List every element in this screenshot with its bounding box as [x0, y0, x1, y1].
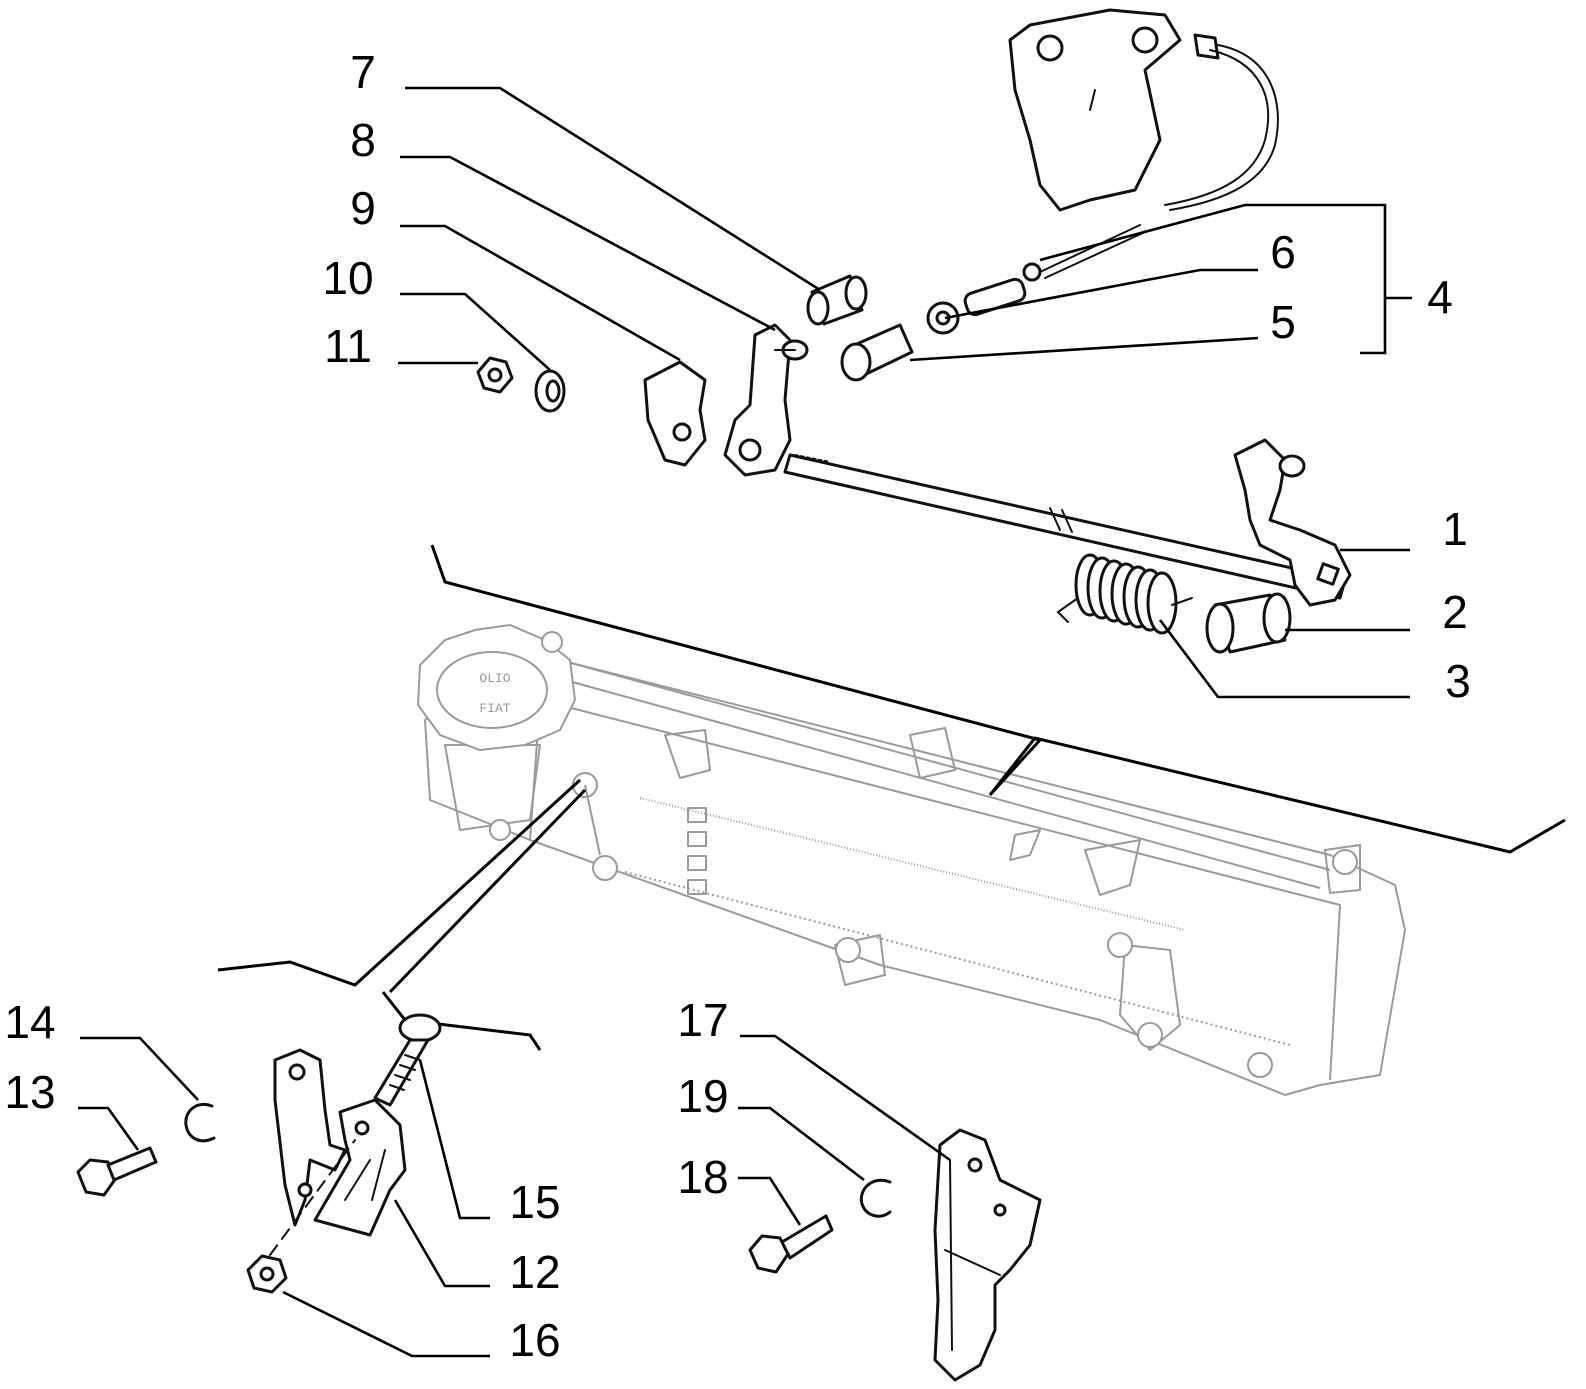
- part-16-nut: [246, 1139, 356, 1294]
- throttle-cover: [1008, 8, 1279, 212]
- callout-18: 18: [677, 1151, 728, 1203]
- part-9-plate: [643, 360, 707, 467]
- part-10-washer: [534, 369, 566, 413]
- callout-6: 6: [1270, 226, 1296, 278]
- part-12-bracket: [273, 1048, 407, 1237]
- callout-13: 13: [4, 1066, 55, 1118]
- part-8-lever: [723, 323, 809, 477]
- part-3-spring: [1056, 553, 1193, 635]
- callout-11: 11: [324, 320, 372, 372]
- callout-12: 12: [509, 1246, 560, 1298]
- part-1-lever: [1233, 438, 1352, 607]
- part-18-bolt: [748, 1214, 834, 1274]
- callout-19: 19: [677, 1070, 728, 1122]
- callout-8: 8: [350, 114, 376, 166]
- callout-17: 17: [677, 994, 728, 1046]
- part-15-bolt: [373, 1013, 442, 1107]
- oil-cap-text-bottom: FIAT: [479, 701, 510, 716]
- callout-16: 16: [509, 1314, 560, 1366]
- callout-3: 3: [1445, 655, 1471, 707]
- callout-1: 1: [1442, 503, 1468, 555]
- part-13-bolt: [76, 1146, 158, 1197]
- callout-7: 7: [350, 46, 376, 98]
- part-2-sleeve: [1205, 592, 1292, 654]
- leader-lines: [78, 86, 1412, 1358]
- part-7-bushing: [806, 274, 868, 326]
- callout-9: 9: [350, 182, 376, 234]
- part-5-bush: [840, 323, 914, 382]
- part-17-bracket: [933, 1128, 1042, 1382]
- part-11-nut: [476, 356, 514, 394]
- callout-labels: 1 2 3 4 5 6 7 8 9 10 11 12 13 14 15 16 1…: [4, 46, 1470, 1366]
- linkage-rod: [783, 453, 1347, 600]
- cable-end: [963, 224, 1146, 317]
- callout-10: 10: [322, 252, 373, 304]
- part-19-circlip: [859, 1178, 892, 1218]
- callout-5: 5: [1270, 296, 1296, 348]
- callout-2: 2: [1442, 586, 1468, 638]
- callout-14: 14: [4, 996, 55, 1048]
- break-lines: [217, 544, 1566, 1051]
- part-6-nut: [926, 301, 960, 335]
- callout-4: 4: [1427, 271, 1453, 323]
- callout-15: 15: [509, 1176, 560, 1228]
- oil-cap-text-top: OLIO: [479, 671, 510, 686]
- oil-filler-cap-ghost: OLIO FIAT: [416, 623, 577, 841]
- rocker-cover-ghost: [424, 649, 1406, 1096]
- part-14-circlip: [184, 1103, 216, 1143]
